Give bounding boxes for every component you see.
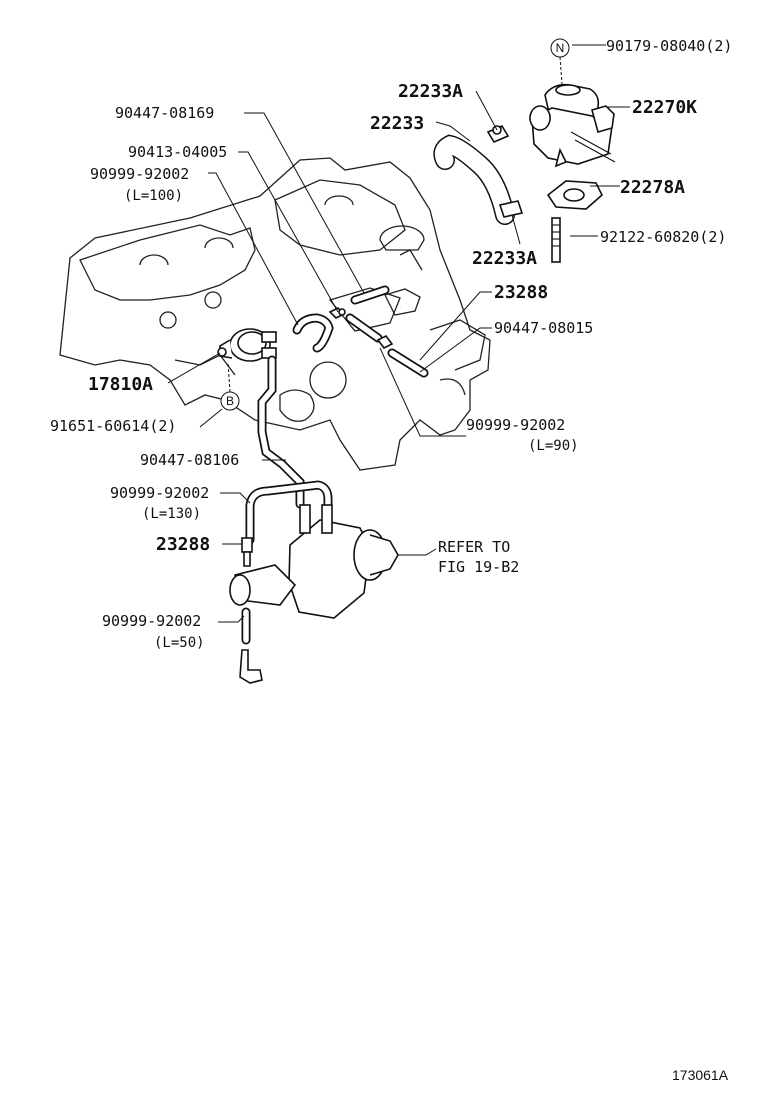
vsv-17810A	[217, 328, 277, 362]
filter-23288-bottom	[241, 537, 253, 567]
label-90447-08106: 90447-08106	[140, 451, 239, 469]
label-22278A: 22278A	[620, 177, 685, 198]
refer-note-line2: FIG 19-B2	[438, 558, 519, 576]
label-22233A-bottom: 22233A	[472, 248, 537, 269]
tee-fittings	[328, 307, 394, 350]
label-90447-08015: 90447-08015	[494, 319, 593, 337]
label-90999-92002-L100: 90999-92002	[90, 165, 189, 183]
label-90999-92002-L50: 90999-92002	[102, 612, 201, 630]
part-labels: 90179-08040(2) 22270K 22233A 22233 22278…	[50, 37, 732, 1083]
nut-badge-n: N	[550, 38, 570, 58]
label-91651-60614: 91651-60614(2)	[50, 417, 176, 435]
label-90447-08169: 90447-08169	[115, 104, 214, 122]
label-22233: 22233	[370, 113, 424, 134]
leader-lines	[167, 44, 630, 623]
label-92122-60820: 92122-60820(2)	[600, 228, 726, 246]
label-17810A: 17810A	[88, 374, 153, 395]
bolt-badge-label: B	[226, 394, 234, 408]
gasket-22278A	[546, 180, 603, 210]
figure-id: 173061A	[672, 1067, 729, 1083]
bolt-badge-b: B	[220, 391, 240, 411]
stud-92122	[551, 217, 561, 263]
label-90413-04005: 90413-04005	[128, 143, 227, 161]
vacuum-hoses	[239, 285, 429, 684]
label-L100: (L=100)	[124, 188, 183, 204]
label-L90: (L=90)	[528, 438, 579, 454]
label-L50: (L=50)	[154, 635, 205, 651]
refer-note-line1: REFER TO	[438, 538, 510, 556]
label-90999-92002-L90: 90999-92002	[466, 416, 565, 434]
hose-22233	[433, 124, 524, 225]
label-23288-top: 23288	[494, 282, 548, 303]
engine-block-outline	[59, 157, 491, 471]
label-22270K: 22270K	[632, 97, 697, 118]
label-22233A-top: 22233A	[398, 81, 463, 102]
label-90179-08040: 90179-08040(2)	[606, 37, 732, 55]
label-90999-92002-L130: 90999-92002	[110, 484, 209, 502]
nut-badge-label: N	[556, 41, 565, 55]
label-L130: (L=130)	[142, 506, 201, 522]
throttle-actuator	[229, 504, 399, 619]
label-23288-bottom: 23288	[156, 534, 210, 555]
egr-valve-22270K	[529, 83, 616, 168]
